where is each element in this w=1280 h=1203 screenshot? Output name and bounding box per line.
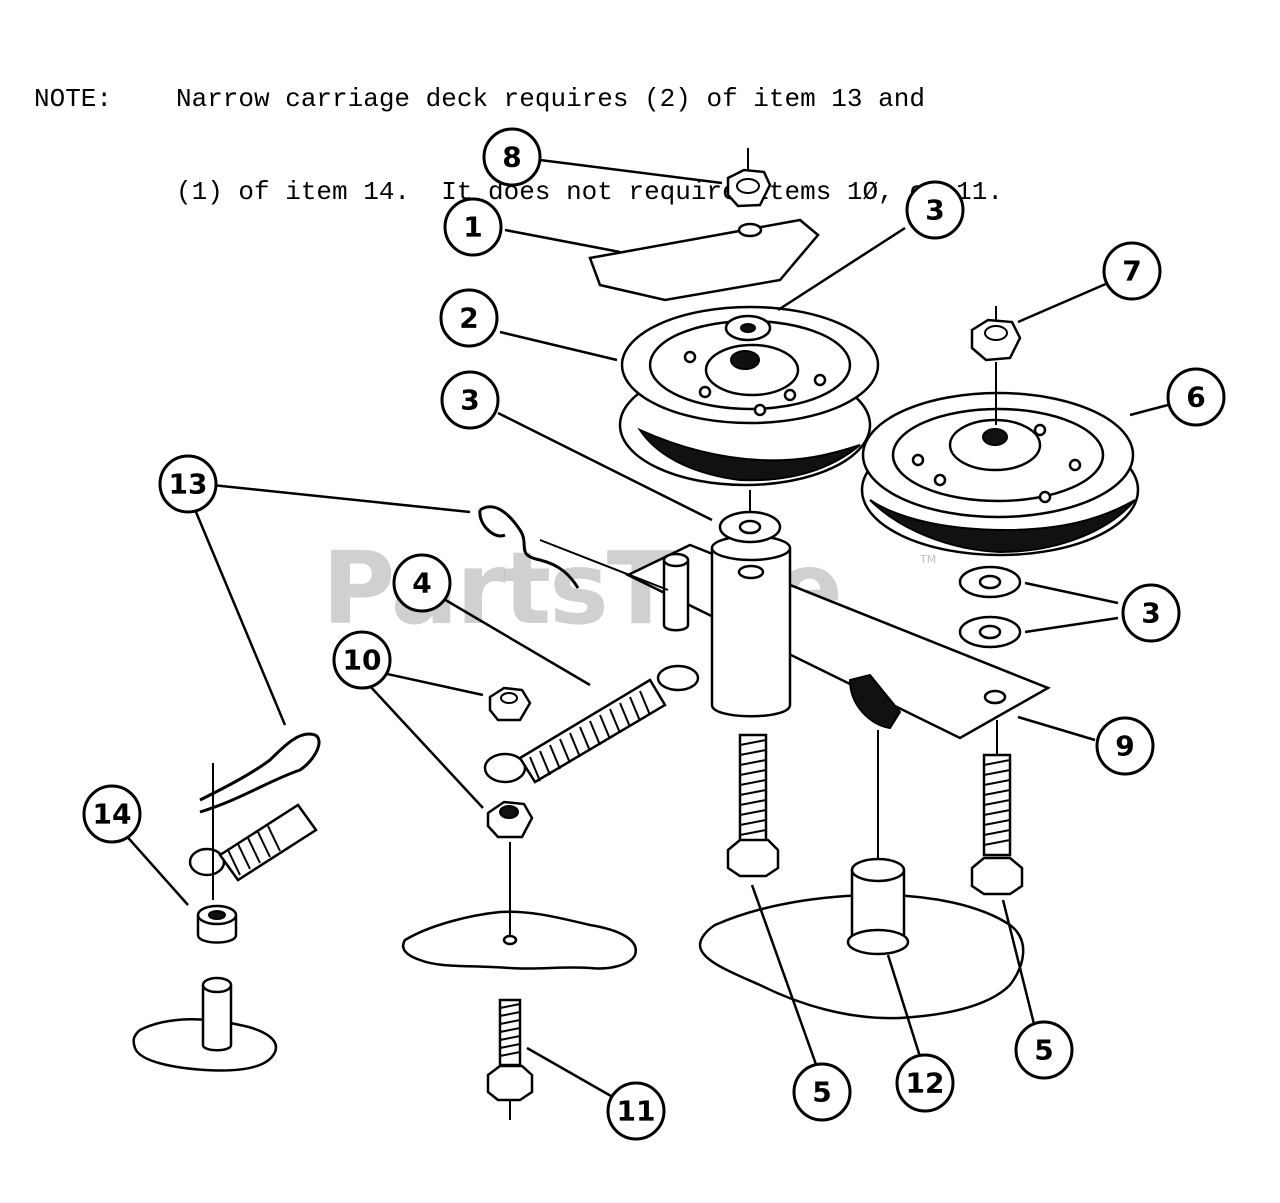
idler-arm-plate [588,218,820,302]
callout-12-label: 12 [906,1067,945,1100]
callout-9-label: 9 [1115,730,1134,763]
deck-plate-center [401,910,637,970]
callout-6-label: 6 [1186,381,1205,414]
callout-2: 2 [439,288,499,348]
hairpin-clip-upper [478,505,580,589]
bolt-5-center [726,733,780,878]
extension-spring [483,664,700,784]
callout-7: 7 [1102,241,1162,301]
callout-3-top-label: 3 [925,194,944,227]
callout-2-label: 2 [459,302,478,335]
stud-left [201,976,233,1052]
callout-9: 9 [1095,716,1155,776]
callout-11-label: 11 [617,1095,656,1128]
note-line-1: Narrow carriage deck requires (2) of ite… [176,84,925,114]
callout-13-label: 13 [169,468,208,501]
callout-3-top: 3 [905,180,965,240]
callout-11: 11 [606,1081,666,1141]
left-spring-assembly [188,763,318,900]
callout-14: 14 [82,784,142,844]
callout-12: 12 [895,1053,955,1113]
callout-10-label: 10 [343,644,382,677]
callout-8-label: 8 [502,141,521,174]
callout-3-right: 3 [1121,583,1181,643]
callout-4: 4 [392,553,452,613]
callout-3-right-label: 3 [1141,597,1160,630]
pivot-pin-12 [846,730,910,956]
callout-3-mid-label: 3 [460,384,479,417]
callout-5-center-label: 5 [812,1076,831,1109]
callout-6: 6 [1166,367,1226,427]
callout-3-mid: 3 [440,370,500,430]
callout-13: 13 [158,454,218,514]
bushing-14 [196,904,238,944]
nut-top-left [726,168,772,208]
callout-5-center: 5 [792,1062,852,1122]
callout-7-label: 7 [1122,255,1141,288]
bracket-pin [662,560,690,632]
nut-10-upper [488,686,532,722]
bolt-11 [486,998,534,1120]
callout-1: 1 [443,197,503,257]
bracket-tube [710,548,792,718]
callout-4-label: 4 [412,567,431,600]
callout-14-label: 14 [93,798,132,831]
callout-1-label: 1 [463,211,482,244]
nut-10-lower [486,800,534,839]
bracket-hole-right [983,689,1007,705]
note-block: NOTE: Narrow carriage deck requires (2) … [34,22,1003,239]
leader-lines [122,158,1169,1106]
bolt-5-right [970,720,1024,896]
note-label: NOTE: [34,84,113,114]
callout-10: 10 [332,630,392,690]
callout-8: 8 [482,127,542,187]
trademark-mark: TM [920,553,937,566]
callout-5-right-label: 5 [1034,1034,1053,1067]
callout-5-right: 5 [1014,1020,1074,1080]
underside-boss [848,673,902,730]
hairpin-clip-lower [199,732,321,814]
